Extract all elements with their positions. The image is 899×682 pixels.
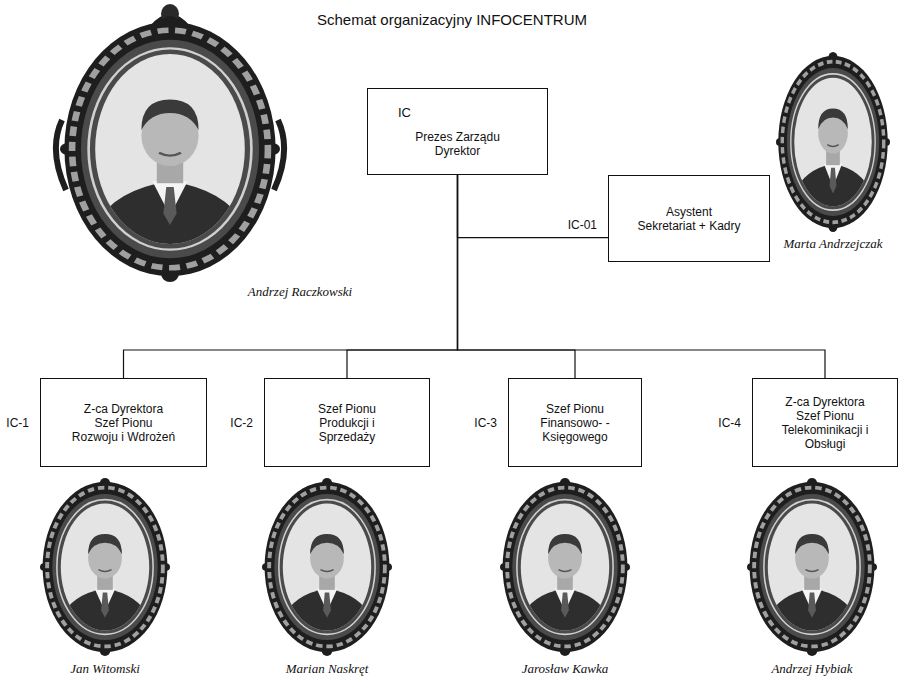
org-unit-box: IC-4Z-ca Dyrektora Szef Pionu Telekomini… — [752, 378, 898, 467]
unit-code: IC-4 — [718, 416, 741, 430]
unit-title: Szef Pionu Finansowo- -Księgowego — [530, 402, 620, 444]
org-connector — [458, 175, 826, 378]
unit-title: Z-ca Dyrektora Szef Pionu Rozwoju i Wdro… — [71, 402, 177, 444]
unit-code: IC-3 — [474, 416, 497, 430]
portrait-frame — [776, 52, 890, 232]
unit-code: IC — [398, 106, 411, 120]
unit-title: Asystent Sekretariat + Kadry — [637, 205, 742, 233]
unit-code: IC-01 — [568, 218, 597, 232]
org-unit-box: IC Prezes Zarządu Dyrektor — [367, 88, 548, 175]
unit-title: Szef Pionu Produkcji i Sprzedaży — [297, 402, 397, 444]
portrait-frame — [747, 478, 877, 656]
portrait-frame — [40, 478, 170, 656]
person-name: Andrzej Raczkowski — [248, 284, 352, 300]
unit-code: IC-2 — [230, 416, 253, 430]
org-connector — [347, 175, 458, 378]
unit-code: IC-1 — [6, 416, 29, 430]
person-name: Marian Naskręt — [286, 661, 369, 677]
org-unit-box: IC-2Szef Pionu Produkcji i Sprzedaży — [264, 378, 430, 467]
portrait-frame — [500, 478, 630, 656]
org-connector — [458, 175, 576, 378]
chart-title: Schemat organizacyjny INFOCENTRUM — [317, 11, 587, 28]
unit-title: Prezes Zarządu Dyrektor — [408, 130, 508, 158]
unit-title: Z-ca Dyrektora Szef Pionu Telekominikacj… — [775, 395, 875, 451]
person-name: Jarosław Kawka — [522, 661, 609, 677]
portrait-frame — [60, 16, 280, 282]
org-unit-box: IC-3Szef Pionu Finansowo- -Księgowego — [508, 378, 642, 467]
org-unit-box: IC-1Z-ca Dyrektora Szef Pionu Rozwoju i … — [40, 378, 207, 467]
org-connector — [124, 175, 458, 378]
org-connector — [458, 175, 609, 238]
org-unit-box: IC-01Asystent Sekretariat + Kadry — [608, 175, 770, 262]
person-name: Jan Witomski — [70, 661, 140, 677]
person-name: Andrzej Hybiak — [771, 661, 852, 677]
person-name: Marta Andrzejczak — [783, 236, 882, 252]
portrait-frame — [262, 478, 392, 656]
